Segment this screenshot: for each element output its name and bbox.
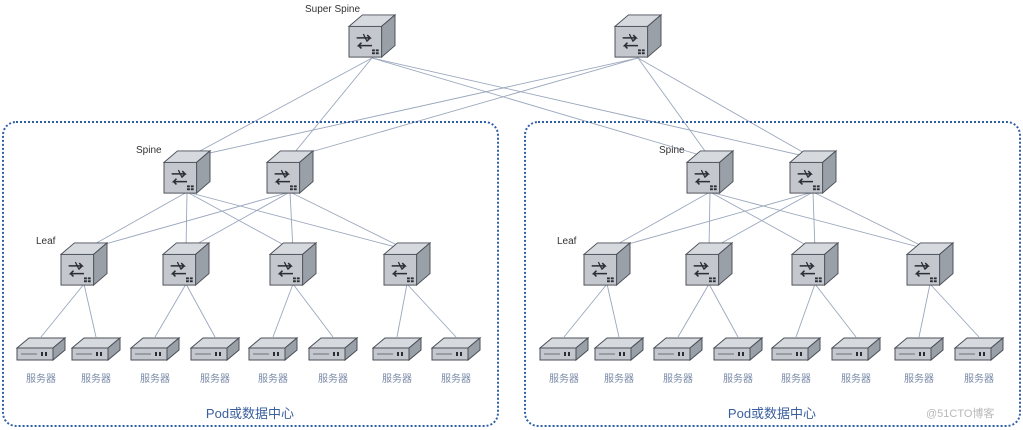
server-label-right-7: 服务器 xyxy=(964,374,994,385)
pod-label-right: Pod或数据中心 xyxy=(727,406,817,421)
link-line xyxy=(185,191,291,251)
link-line xyxy=(606,283,620,338)
server-icon xyxy=(15,336,67,367)
server-label-left-1: 服务器 xyxy=(81,374,111,385)
link-line xyxy=(186,57,639,159)
link-line xyxy=(929,283,980,338)
link-line xyxy=(709,191,931,251)
pod-label-left: Pod或数据中心 xyxy=(205,406,295,421)
server-label-right-5: 服务器 xyxy=(841,374,871,385)
server-icon xyxy=(307,336,359,367)
watermark: @51CTO博客 xyxy=(926,408,995,420)
super-spine-label: Super Spine xyxy=(305,4,361,15)
link-line xyxy=(371,57,711,159)
link-line xyxy=(814,283,857,338)
link-line xyxy=(83,283,97,338)
server-icon xyxy=(830,336,882,367)
link-line xyxy=(83,191,188,251)
link-line xyxy=(272,283,294,338)
switch-icon xyxy=(162,149,212,200)
server-icon xyxy=(593,336,645,367)
switch-icon xyxy=(685,149,735,200)
switch-icon xyxy=(613,13,663,64)
link-line xyxy=(289,57,373,159)
server-label-right-1: 服务器 xyxy=(604,374,634,385)
link-line xyxy=(812,191,931,251)
link-line xyxy=(289,191,408,251)
link-line xyxy=(709,191,816,251)
switch-icon xyxy=(382,241,432,292)
server-label-left-2: 服务器 xyxy=(140,374,170,385)
link-line xyxy=(812,191,816,251)
server-label-left-0: 服务器 xyxy=(26,374,56,385)
server-label-right-6: 服务器 xyxy=(904,374,934,385)
link-line xyxy=(637,57,711,159)
pod-right xyxy=(524,121,1021,427)
server-icon xyxy=(247,336,299,367)
server-label-left-5: 服务器 xyxy=(318,374,348,385)
server-icon xyxy=(953,336,1005,367)
link-line xyxy=(708,283,739,338)
link-line xyxy=(186,191,408,251)
spine-label-right: Spine xyxy=(659,145,685,156)
leaf-label-left: Leaf xyxy=(36,236,56,247)
server-icon xyxy=(189,336,241,367)
server-icon xyxy=(538,336,590,367)
server-label-right-3: 服务器 xyxy=(723,374,753,385)
link-line xyxy=(289,57,639,159)
link-line xyxy=(637,57,814,159)
server-label-left-3: 服务器 xyxy=(200,374,230,385)
server-label-left-6: 服务器 xyxy=(382,374,412,385)
server-icon xyxy=(770,336,822,367)
server-label-right-2: 服务器 xyxy=(663,374,693,385)
link-line xyxy=(83,191,291,251)
switch-icon xyxy=(582,241,632,292)
server-icon xyxy=(712,336,764,367)
server-icon xyxy=(893,336,945,367)
switch-icon xyxy=(788,149,838,200)
server-icon xyxy=(70,336,122,367)
switch-icon xyxy=(905,241,955,292)
server-icon xyxy=(652,336,704,367)
server-label-left-7: 服务器 xyxy=(441,374,471,385)
switch-icon xyxy=(790,241,840,292)
link-line xyxy=(918,283,931,338)
link-line xyxy=(292,283,334,338)
switch-icon xyxy=(347,13,397,64)
link-line xyxy=(406,283,457,338)
link-line xyxy=(708,191,814,251)
link-line xyxy=(289,191,294,251)
link-line xyxy=(795,283,816,338)
leaf-label-right: Leaf xyxy=(557,236,577,247)
link-line xyxy=(677,283,710,338)
link-line xyxy=(563,283,608,338)
switch-icon xyxy=(59,241,109,292)
server-icon xyxy=(430,336,482,367)
link-line xyxy=(371,57,814,159)
server-icon xyxy=(371,336,423,367)
link-line xyxy=(186,191,294,251)
switch-icon xyxy=(268,241,318,292)
link-line xyxy=(186,57,373,159)
server-label-right-0: 服务器 xyxy=(549,374,579,385)
spine-label-left: Spine xyxy=(136,145,162,156)
link-line xyxy=(40,283,85,338)
pod-left xyxy=(2,121,499,427)
link-line xyxy=(154,283,187,338)
link-line xyxy=(606,191,711,251)
link-line xyxy=(185,283,216,338)
link-line xyxy=(606,191,814,251)
server-icon xyxy=(129,336,181,367)
server-label-left-4: 服务器 xyxy=(258,374,288,385)
server-label-right-4: 服务器 xyxy=(781,374,811,385)
link-line xyxy=(396,283,408,338)
switch-icon xyxy=(265,149,315,200)
switch-icon xyxy=(161,241,211,292)
switch-icon xyxy=(684,241,734,292)
